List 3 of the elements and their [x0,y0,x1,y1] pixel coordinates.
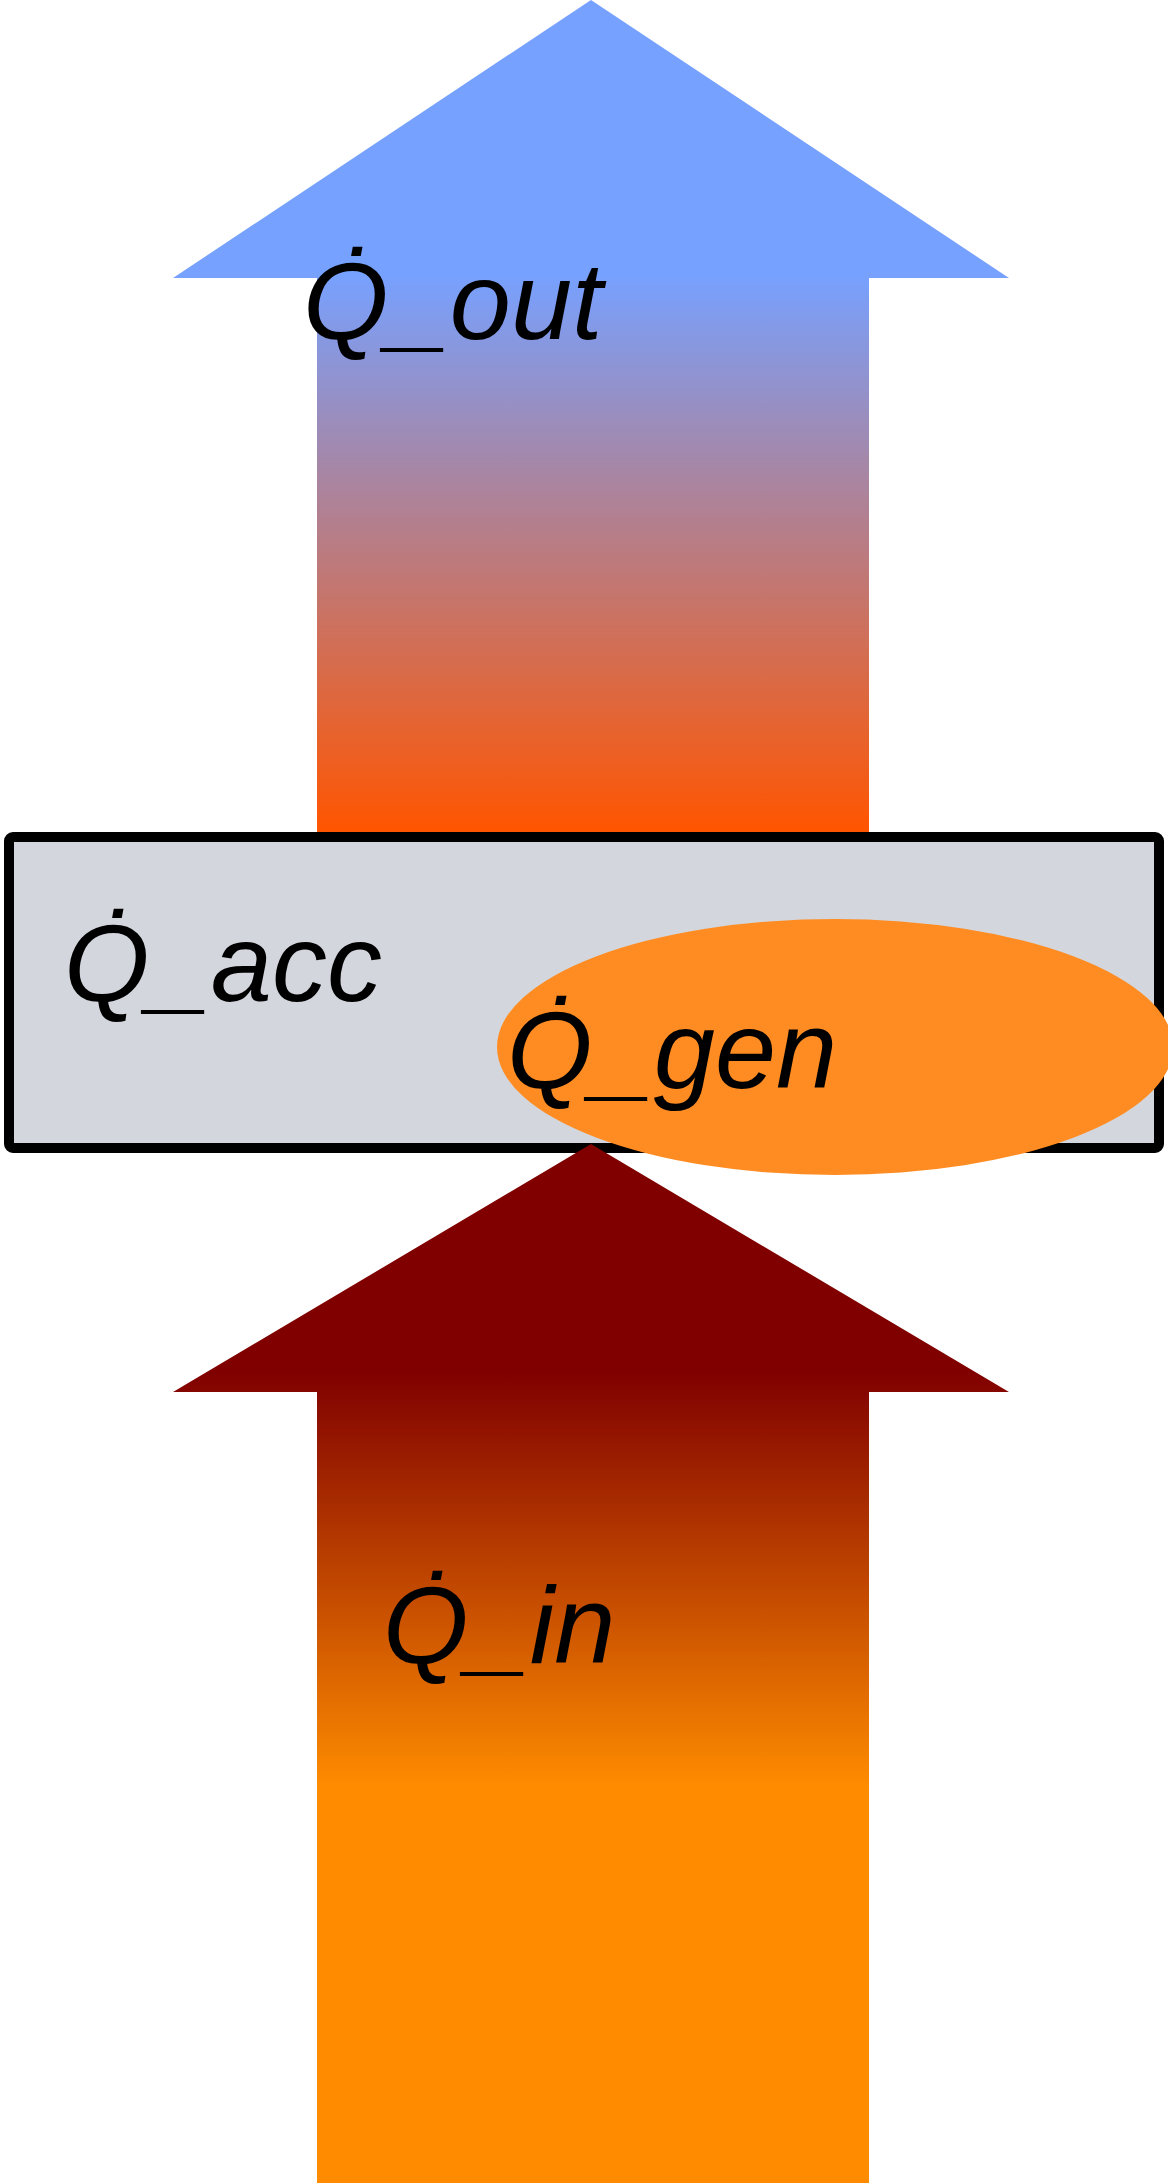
heat-rate-label: Q̇_in [383,1564,616,1685]
heat-rate-label: Q̇_acc [64,902,382,1023]
heat-rate-label: Q̇_gen [507,989,838,1110]
